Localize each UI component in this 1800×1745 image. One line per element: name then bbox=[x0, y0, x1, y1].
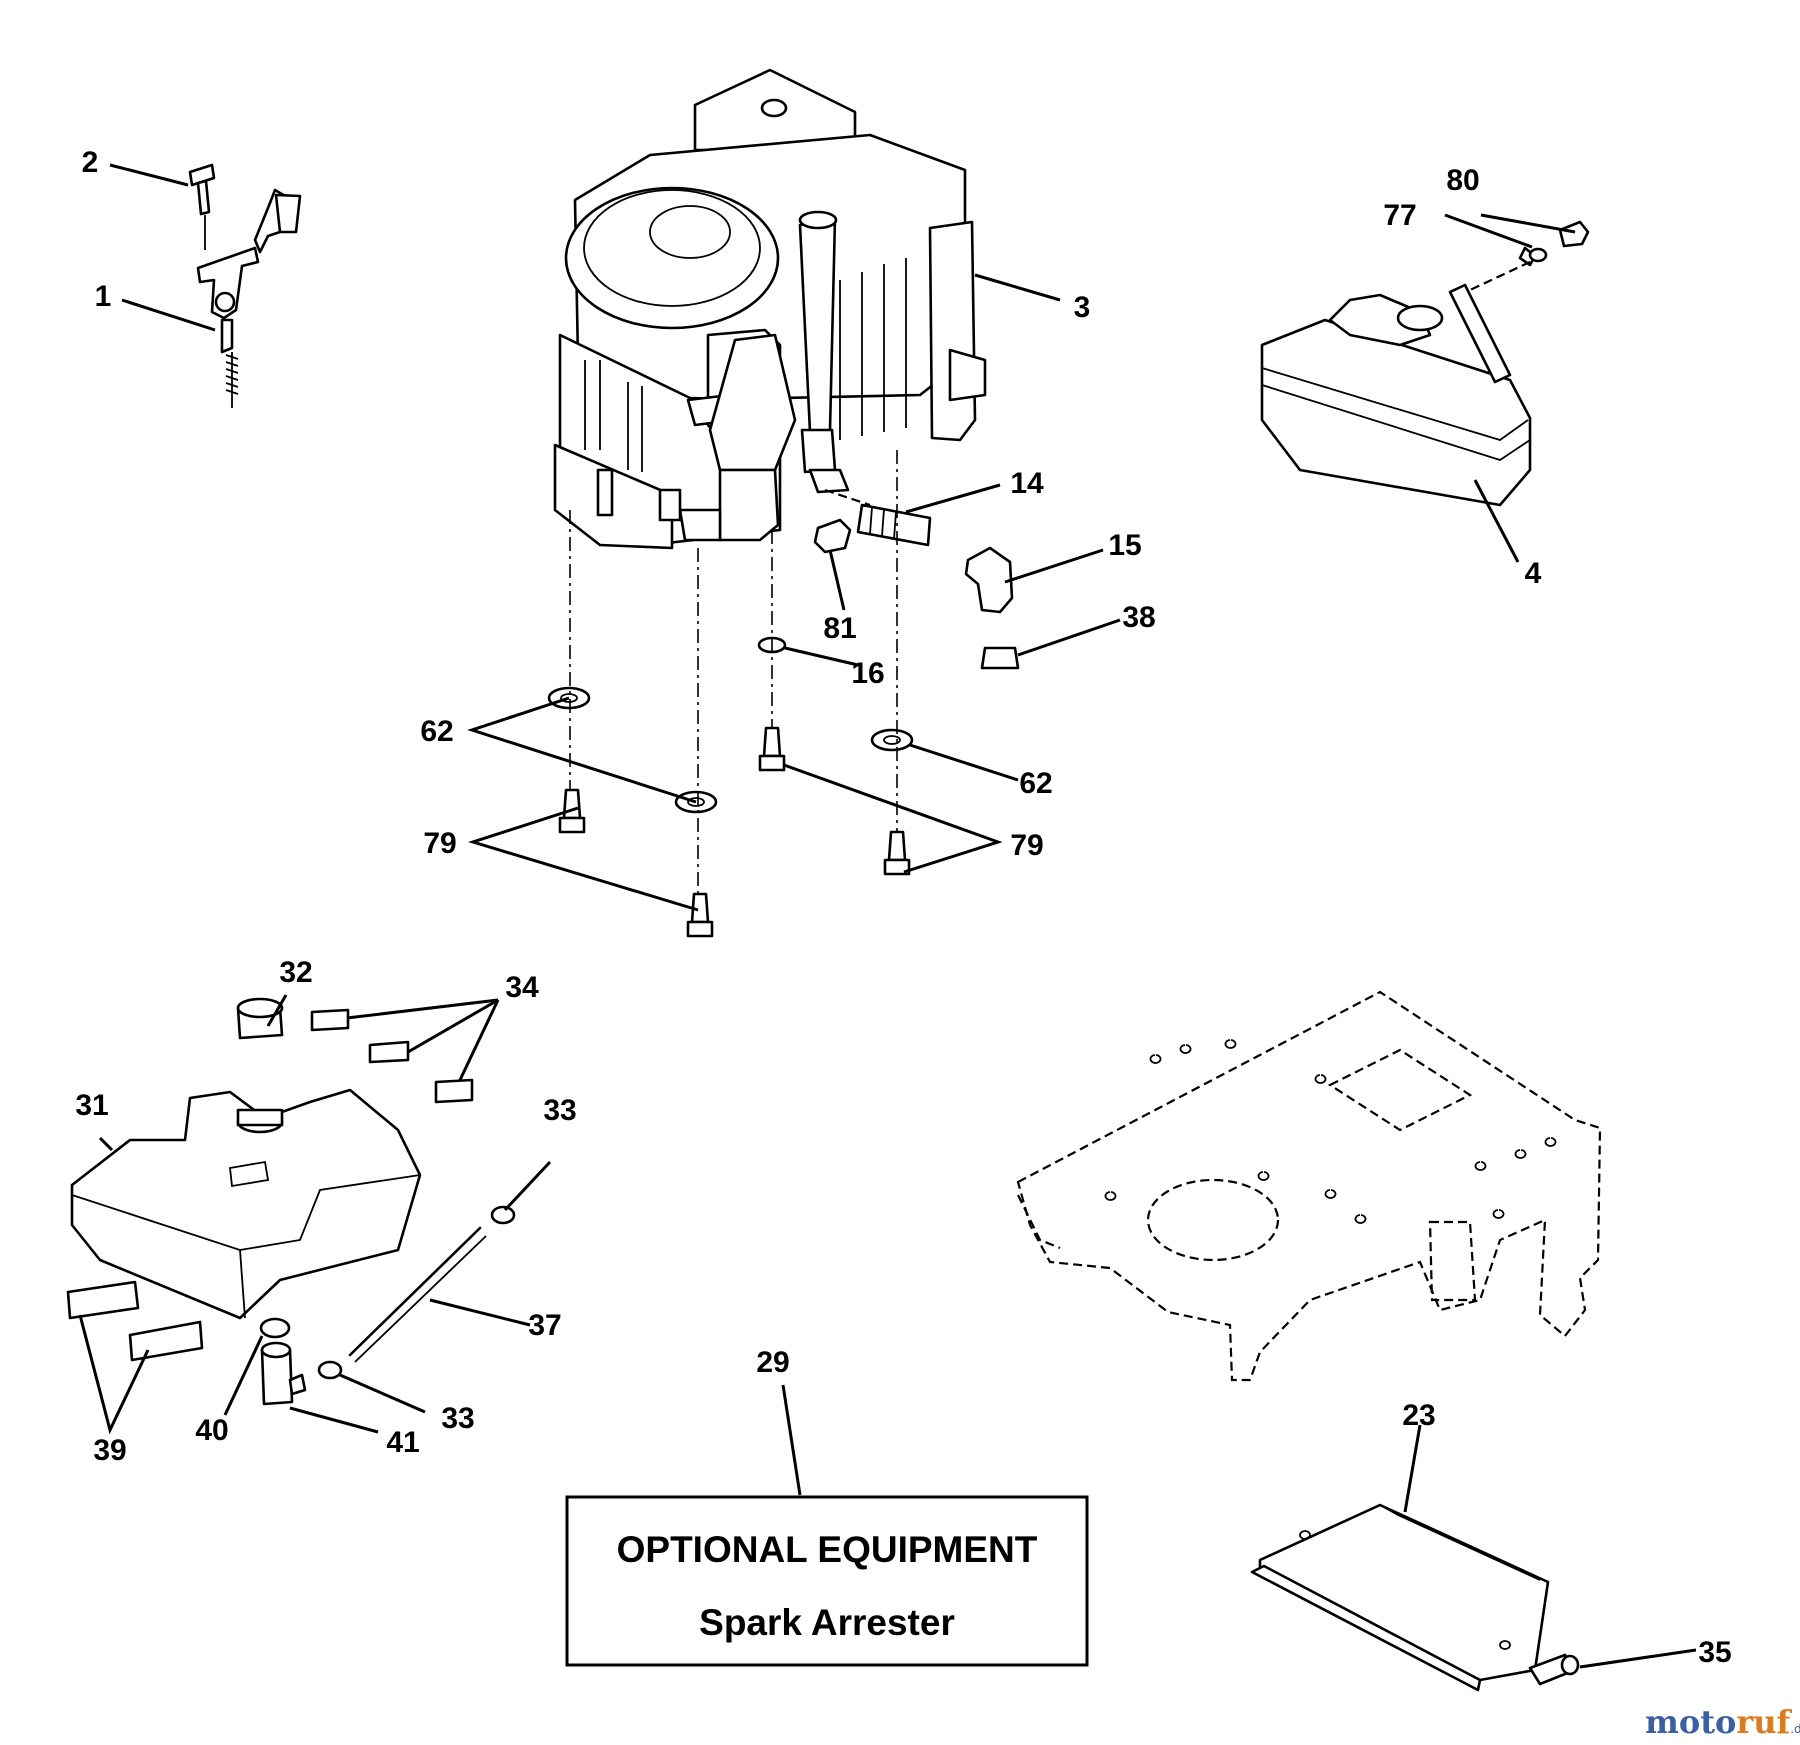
callout-62-right: 62 bbox=[1019, 767, 1052, 800]
spark-arrester-bracket bbox=[1250, 1503, 1580, 1692]
optional-equipment-box: OPTIONAL EQUIPMENT Spark Arrester bbox=[565, 1495, 1089, 1667]
callout-33-bottom: 33 bbox=[441, 1402, 474, 1435]
optional-equipment-subtitle: Spark Arrester bbox=[699, 1602, 955, 1643]
callout-3: 3 bbox=[1074, 291, 1091, 324]
leader-lines bbox=[78, 163, 1697, 1669]
callout-4: 4 bbox=[1525, 557, 1542, 590]
callout-23: 23 bbox=[1402, 1399, 1435, 1432]
callout-62-left: 62 bbox=[420, 715, 453, 748]
optional-equipment-title: OPTIONAL EQUIPMENT bbox=[617, 1529, 1038, 1570]
callout-31: 31 bbox=[75, 1089, 108, 1122]
watermark-part2: ruf bbox=[1736, 1703, 1792, 1741]
callout-15: 15 bbox=[1108, 529, 1141, 562]
callout-41: 41 bbox=[386, 1426, 419, 1459]
watermark-logo: motoruf.de bbox=[1645, 1703, 1800, 1741]
fuel-tank bbox=[66, 997, 516, 1406]
callout-14: 14 bbox=[1010, 467, 1044, 500]
throttle-control bbox=[188, 163, 302, 408]
callout-1: 1 bbox=[95, 280, 112, 313]
callout-32: 32 bbox=[279, 956, 312, 989]
callout-38: 38 bbox=[1122, 601, 1155, 634]
callout-numbers: 2 1 3 4 14 15 81 38 16 62 62 79 79 80 77… bbox=[75, 146, 1731, 1669]
callout-79-right: 79 bbox=[1010, 829, 1043, 862]
frame-phantom bbox=[1016, 990, 1602, 1382]
engine bbox=[553, 68, 987, 550]
callout-16: 16 bbox=[851, 657, 884, 690]
callout-37: 37 bbox=[528, 1309, 561, 1342]
watermark-part1: moto bbox=[1645, 1703, 1736, 1741]
callout-2: 2 bbox=[82, 146, 99, 179]
callout-34: 34 bbox=[505, 971, 539, 1004]
callout-79-left: 79 bbox=[423, 827, 456, 860]
callout-81: 81 bbox=[823, 612, 856, 645]
callout-33-top: 33 bbox=[543, 1094, 576, 1127]
callout-39: 39 bbox=[93, 1434, 126, 1467]
callout-80: 80 bbox=[1446, 164, 1479, 197]
callout-40: 40 bbox=[195, 1414, 228, 1447]
callout-77: 77 bbox=[1383, 199, 1416, 232]
callout-35: 35 bbox=[1698, 1636, 1731, 1669]
svg-text:motoruf.de: motoruf.de bbox=[1645, 1703, 1800, 1741]
callout-29: 29 bbox=[756, 1346, 789, 1379]
engine-fasteners bbox=[547, 450, 1020, 938]
watermark-suffix: .de bbox=[1790, 1722, 1800, 1736]
muffler bbox=[1260, 220, 1590, 507]
